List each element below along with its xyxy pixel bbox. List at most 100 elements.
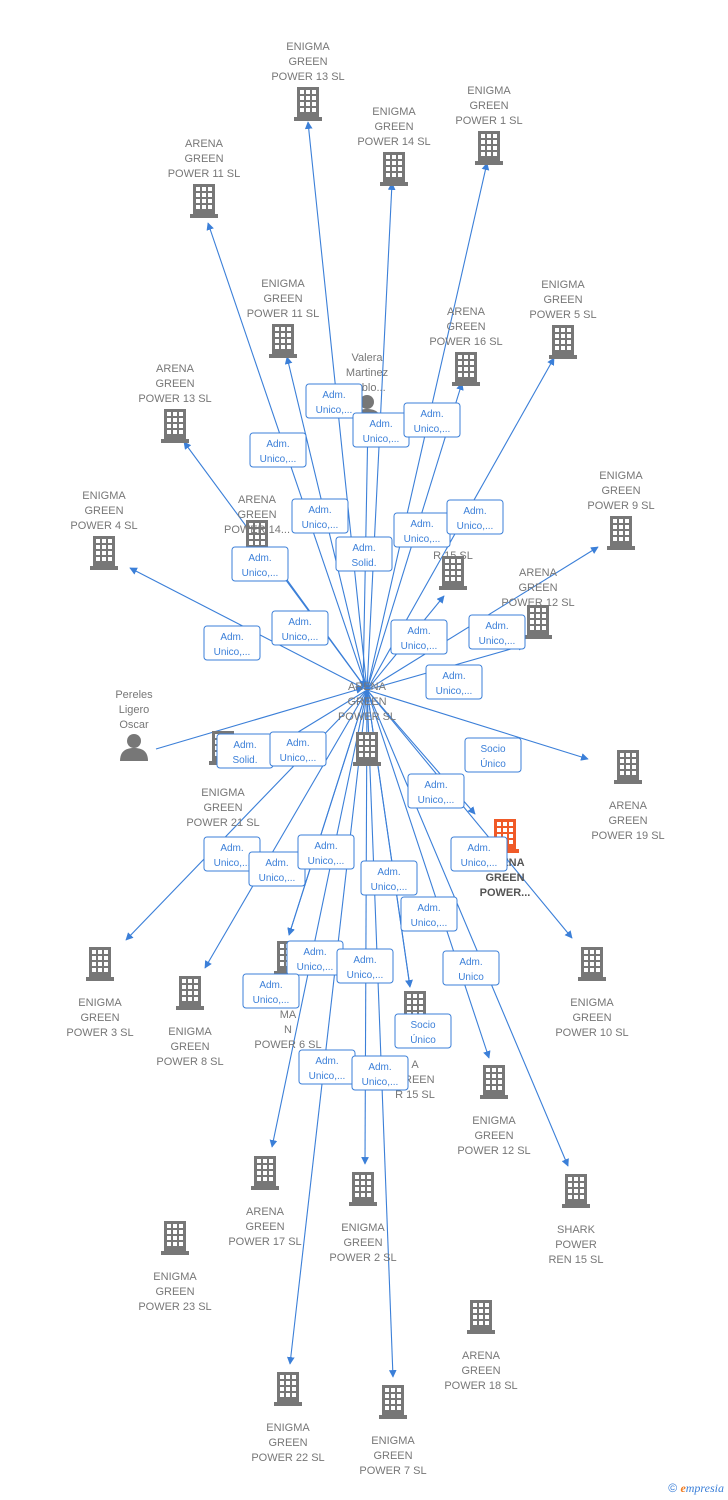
edge-label-eg14[interactable]: Adm.Unico,... xyxy=(352,412,410,448)
building-icon xyxy=(562,1174,590,1208)
node-label-line: POWER 11 SL xyxy=(247,308,320,320)
building-icon xyxy=(467,1300,495,1334)
edge-label-ag12[interactable]: Adm.Unico,... xyxy=(425,664,483,700)
edge-label-text: Socio xyxy=(480,744,505,755)
edge-label-eg1[interactable]: Adm.Unico,... xyxy=(403,402,461,438)
edge-label-agfocus[interactable]: Adm.Unico,... xyxy=(407,773,465,809)
node-label-line: GREEN xyxy=(343,1237,382,1249)
edge-label-box xyxy=(446,499,504,535)
edge-label-text: Unico,... xyxy=(362,1077,399,1088)
edge-label-eg8[interactable]: Adm.Unico,... xyxy=(248,851,306,887)
edge-label-eg21[interactable]: Adm.Unico,... xyxy=(269,731,327,767)
edge-label-ag14[interactable]: Adm.Unico,... xyxy=(271,610,329,646)
node-label-line: POWER 5 SL xyxy=(529,309,596,321)
building-icon xyxy=(549,325,577,359)
edge-label-eg22[interactable]: Adm.Unico,... xyxy=(298,1049,356,1085)
edge-label-eg13[interactable]: Adm.Unico,... xyxy=(305,383,363,419)
edge-label-text: Unico,... xyxy=(401,641,438,652)
node-label-line: GREEN xyxy=(374,121,413,133)
node-label-line: ENIGMA xyxy=(341,1222,385,1234)
edge-label-text: Adm. xyxy=(220,632,243,643)
edge-label-text: Adm. xyxy=(467,843,490,854)
edge-label-text: Adm. xyxy=(410,519,433,530)
node-valera[interactable]: ValeraMartinezPablo... xyxy=(346,352,388,422)
building-icon xyxy=(86,947,114,981)
node-label-line: POWER 4 SL xyxy=(70,520,137,532)
edge-label-ag17[interactable]: Adm.Unico,... xyxy=(336,948,394,984)
edge-label-eg11[interactable]: Adm.Unico,... xyxy=(291,498,349,534)
edge-label-text: Unico,... xyxy=(404,534,441,545)
edge-label-eg2[interactable]: Adm. Unico,... xyxy=(242,973,300,1009)
building-icon xyxy=(190,184,218,218)
edge-label-eg6b[interactable]: Adm.Unico,... xyxy=(286,940,344,976)
node-label-line: MA xyxy=(280,1009,297,1021)
edge-label-eg10[interactable]: Adm.Unico,... xyxy=(450,836,508,872)
edge-label-eg5[interactable]: Adm.Unico,... xyxy=(446,499,504,535)
edge-label-text: Unico,... xyxy=(242,568,279,579)
building-icon xyxy=(176,976,204,1010)
edge-label-en15[interactable]: Adm. Unico,... xyxy=(390,619,448,655)
edge-label-eg4[interactable]: Adm.Unico,... xyxy=(203,625,261,661)
edge-label-eg9[interactable]: Adm.Unico,... xyxy=(468,614,526,650)
edge-label-eg6a[interactable]: Adm.Unico,... xyxy=(297,834,355,870)
edge-label-text: Adm. xyxy=(308,505,331,516)
edge-label-ag13[interactable]: Adm. Unico,... xyxy=(231,546,289,582)
edge-label-text: Unico,... xyxy=(308,856,345,867)
edge-label-eg7[interactable]: Adm.Unico,... xyxy=(351,1055,409,1091)
building-icon xyxy=(349,1172,377,1206)
node-label-line: ENIGMA xyxy=(201,787,245,799)
node-label-line: POWER 14... xyxy=(224,524,290,536)
edge-label-ag11[interactable]: Adm.Unico,... xyxy=(249,432,307,468)
edge-label-ag15a[interactable]: Adm.Unico,... xyxy=(360,860,418,896)
edge-label-box xyxy=(425,664,483,700)
building-icon xyxy=(452,352,480,386)
footer-brand[interactable]: © empresia xyxy=(668,1481,724,1496)
edge-label-text: Adm. xyxy=(259,980,282,991)
edge-label-valera[interactable]: Adm.Solid. xyxy=(335,536,393,572)
node-label-line: ENIGMA xyxy=(82,490,126,502)
edge-label-text: Unico,... xyxy=(316,405,353,416)
edge-label-box xyxy=(394,1013,452,1049)
edge-label-shark[interactable]: Adm.Unico xyxy=(442,950,500,986)
edge-label-text: Adm. xyxy=(248,553,271,564)
node-label-line: GREEN xyxy=(474,1130,513,1142)
edge-label-pereles[interactable]: Adm.Solid. xyxy=(216,733,274,769)
edge-label-eg12[interactable]: Adm.Unico,... xyxy=(400,896,458,932)
edge-label-text: Adm. xyxy=(407,626,430,637)
node-label-line: GREEN xyxy=(263,293,302,305)
edge-label-text: Solid. xyxy=(232,755,257,766)
edge-label-ag16[interactable]: Adm. Unico,... xyxy=(393,512,451,548)
edge-label-text: Unico,... xyxy=(253,995,290,1006)
